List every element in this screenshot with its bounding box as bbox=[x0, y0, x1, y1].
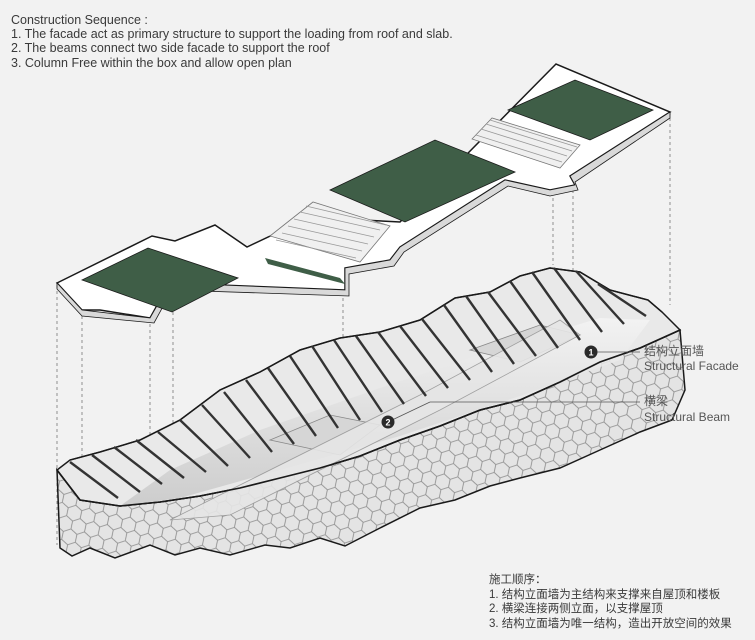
construction-notes-en: Construction Sequence : 1. The facade ac… bbox=[11, 13, 453, 70]
roof-beam bbox=[289, 355, 339, 429]
roof-beam bbox=[69, 461, 119, 499]
roof-beam bbox=[179, 419, 229, 467]
roof-beam bbox=[310, 345, 362, 421]
roof-beam bbox=[597, 283, 647, 317]
roof-slab bbox=[55, 63, 672, 324]
callout-label-cn: 横梁 bbox=[644, 393, 668, 408]
construction-notes-cn: 施工顺序： 1. 结构立面墙为主结构来支撑来自屋顶和楼板 2. 横梁连接两侧立面… bbox=[489, 573, 732, 631]
construction-item-2-cn: 2. 横梁连接两侧立面，以支撑屋顶 bbox=[489, 603, 663, 616]
roof-beam bbox=[509, 280, 559, 349]
roof-beam bbox=[399, 325, 449, 389]
construction-title-en: Construction Sequence : bbox=[11, 13, 148, 27]
roof-beam bbox=[553, 267, 603, 333]
construction-item-3-en: 3. Column Free within the box and allow … bbox=[11, 55, 292, 70]
roof-beam bbox=[443, 304, 493, 373]
callout-marker-number: 1 bbox=[588, 347, 593, 357]
roof-beam bbox=[157, 431, 207, 473]
roof-beams bbox=[69, 267, 647, 499]
roof-beam bbox=[91, 454, 141, 493]
roof-beam bbox=[377, 331, 427, 397]
callout-leader bbox=[389, 401, 431, 422]
construction-item-1-cn: 1. 结构立面墙为主结构来支撑来自屋顶和楼板 bbox=[489, 588, 721, 601]
roof-beam bbox=[575, 270, 625, 325]
construction-item-1-en: 1. The facade act as primary structure t… bbox=[11, 27, 453, 42]
green-roof-panel bbox=[329, 139, 517, 223]
roof-edge-strip bbox=[265, 258, 345, 284]
callout-marker-number: 2 bbox=[385, 417, 390, 427]
roof-beam bbox=[487, 291, 537, 357]
structural-box bbox=[55, 267, 686, 559]
roof-beam bbox=[201, 404, 251, 459]
callout-label-cn: 结构立面墙 bbox=[644, 343, 704, 358]
roof-beam bbox=[135, 439, 185, 479]
roof-stair-void bbox=[269, 201, 391, 263]
roof-stair-steps bbox=[475, 119, 578, 163]
callout-marker bbox=[584, 345, 598, 359]
callout-label-en: Structural Beam bbox=[644, 410, 730, 424]
roof-beam bbox=[531, 271, 581, 341]
roof-beam bbox=[421, 318, 471, 381]
construction-item-2-en: 2. The beams connect two side facade to … bbox=[11, 41, 330, 56]
roof-beam bbox=[245, 379, 295, 445]
facade-rim bbox=[56, 329, 681, 507]
roof-stair-steps bbox=[275, 205, 387, 259]
green-roof-panel bbox=[506, 79, 655, 141]
callout-marker bbox=[381, 415, 395, 429]
roof-beam bbox=[113, 446, 163, 485]
roof-beam bbox=[355, 335, 405, 405]
roof-beam bbox=[333, 339, 383, 413]
roof-beam bbox=[223, 391, 273, 453]
construction-item-3-cn: 3. 结构立面墙为唯一结构，造出开放空间的效果 bbox=[489, 617, 732, 630]
roof-beam bbox=[465, 295, 515, 365]
callout-structural-beam: 2 横梁 Structural Beam bbox=[381, 393, 730, 429]
callout-label-en: Structural Facade bbox=[644, 359, 739, 373]
construction-title-cn: 施工顺序： bbox=[489, 574, 547, 586]
roof-slab-edge bbox=[56, 111, 671, 324]
callout-structural-facade: 1 结构立面墙 Structural Facade bbox=[584, 343, 739, 373]
roof-beam bbox=[267, 367, 317, 437]
green-roof-panel bbox=[80, 247, 240, 313]
